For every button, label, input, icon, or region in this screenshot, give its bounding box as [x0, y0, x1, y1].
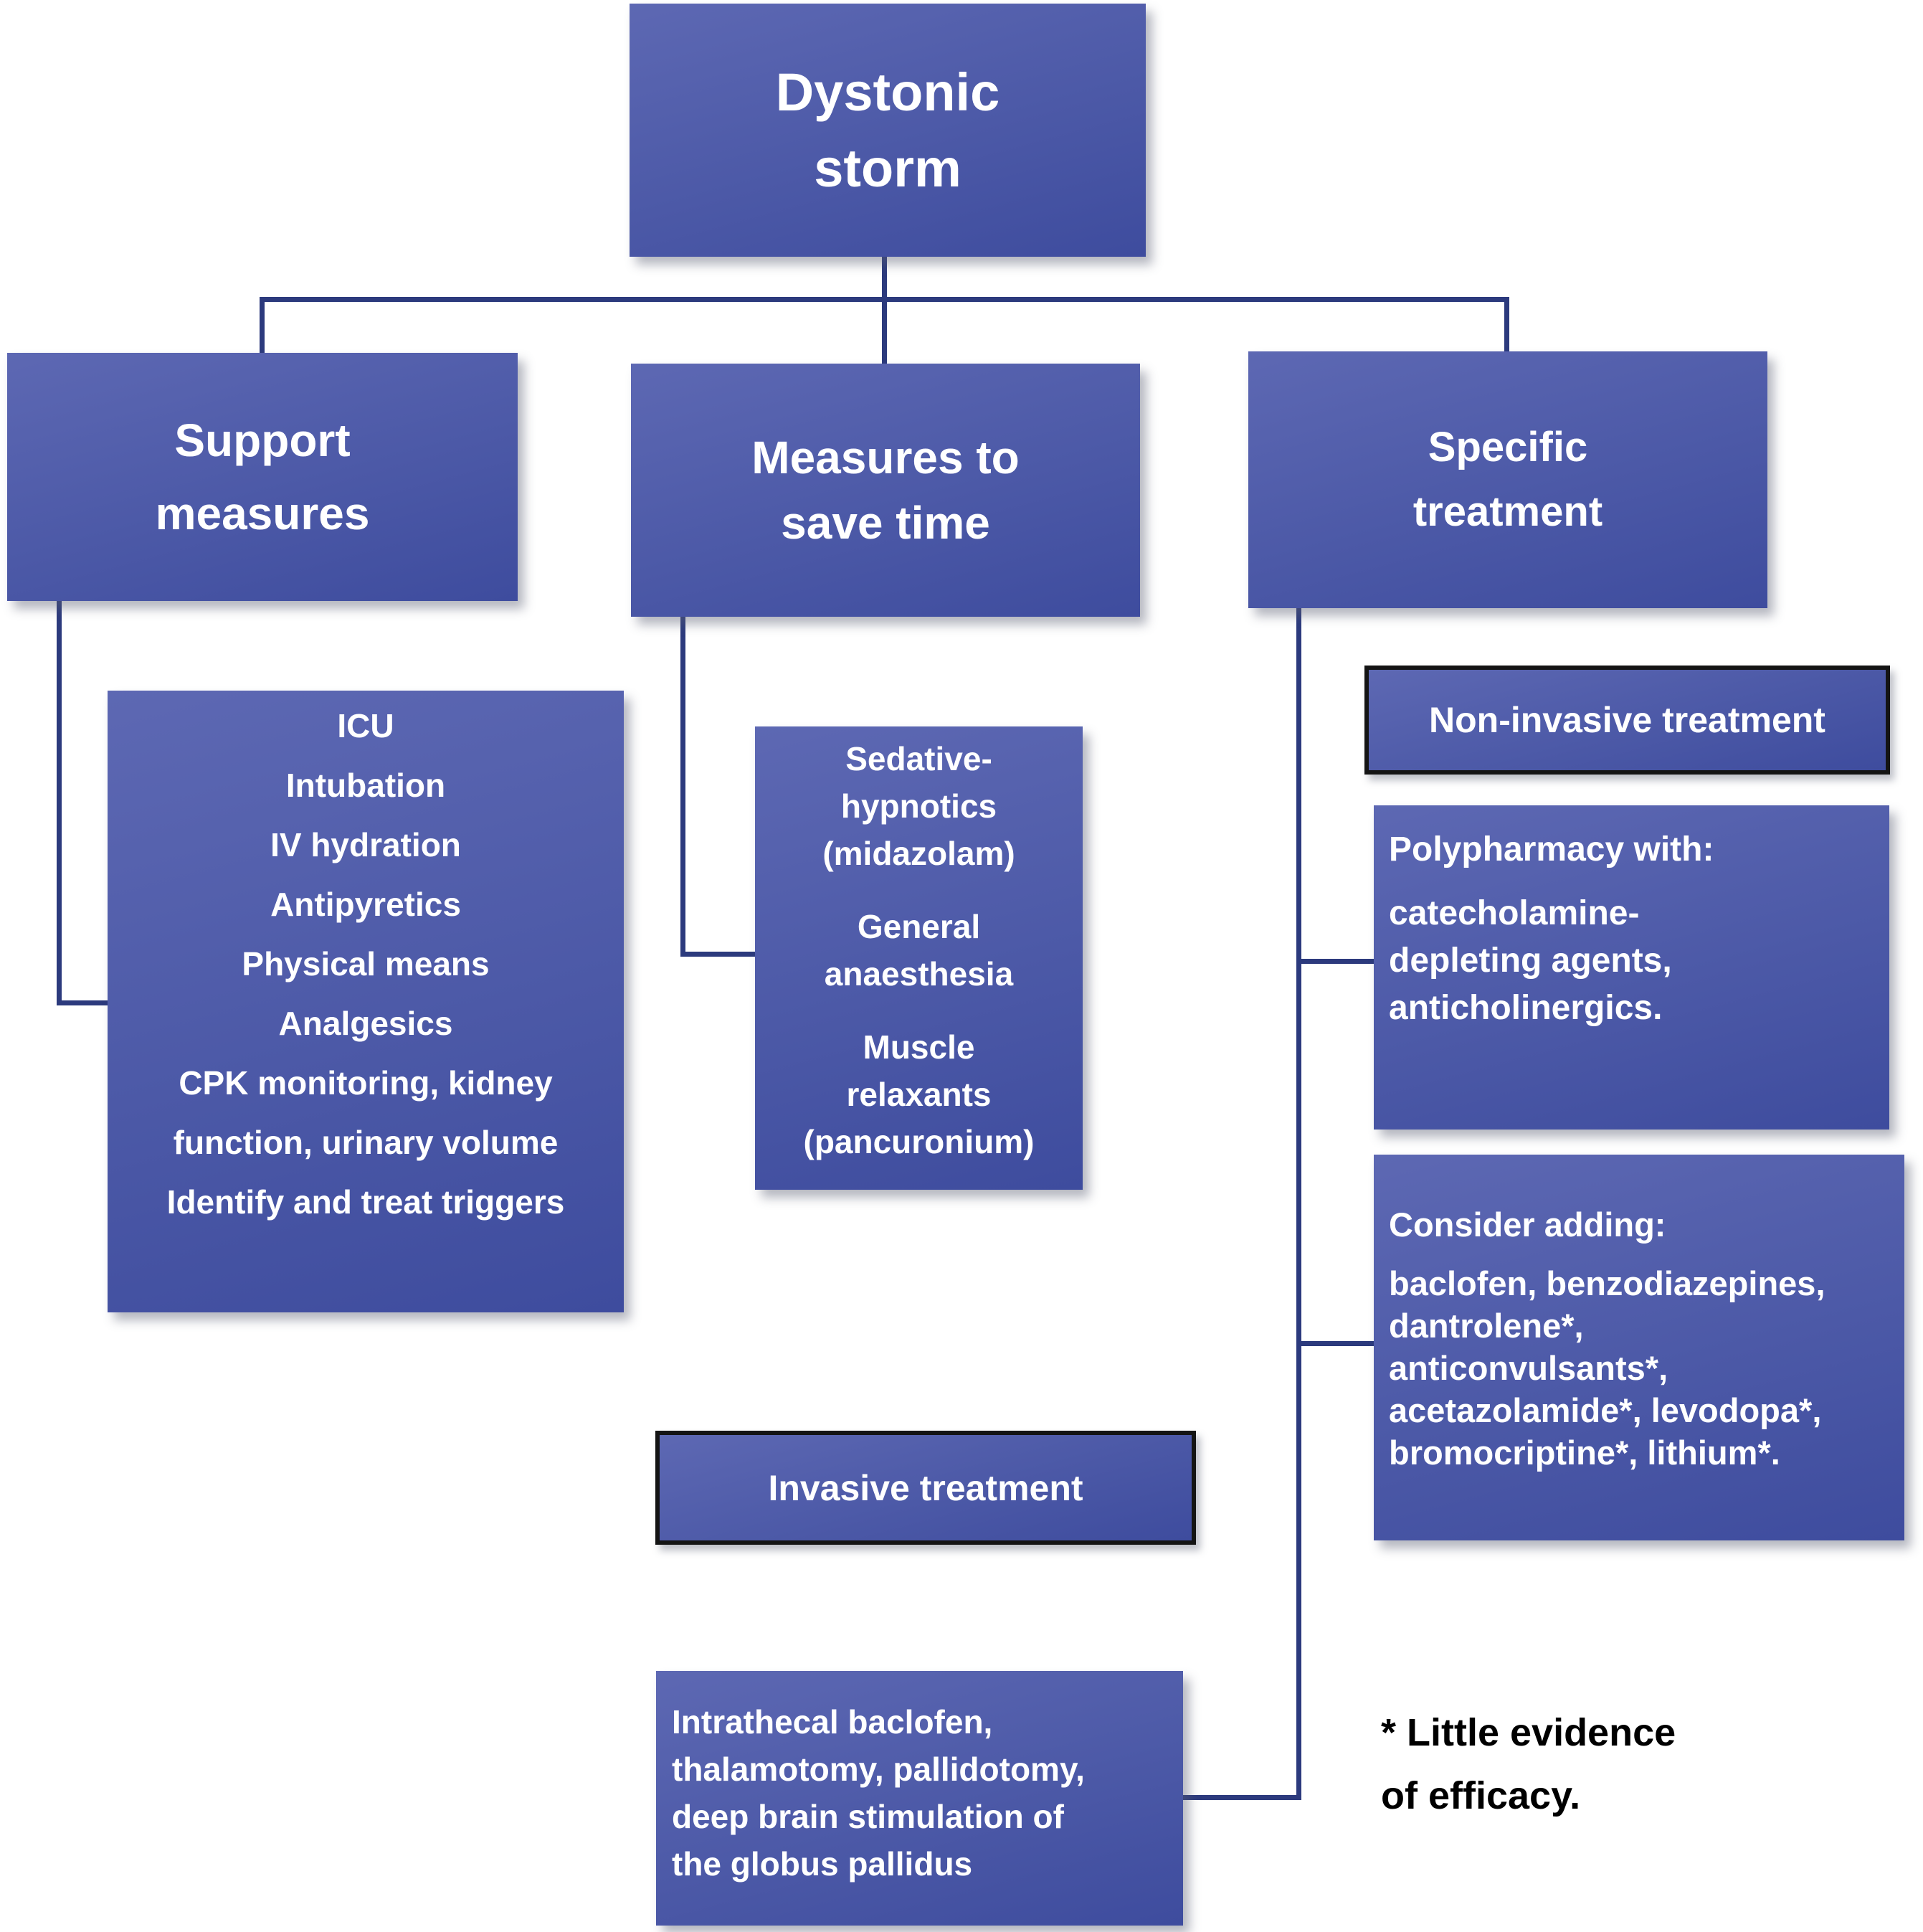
label-non-invasive-treatment-text: Non-invasive treatment — [1429, 700, 1825, 740]
polypharmacy-body: catecholamine- depleting agents, anticho… — [1389, 894, 1672, 1027]
consider-adding-body: baclofen, benzodiazepines, dantrolene*, … — [1389, 1264, 1825, 1472]
label-non-invasive-treatment: Non-invasive treatment — [1364, 666, 1890, 775]
connector-drop-measures — [882, 297, 887, 365]
node-specific-treatment-label: Specific treatment — [1412, 424, 1603, 535]
support-item: Antipyretics — [270, 886, 461, 923]
time-saving-item: Sedative- hypnotics (midazolam) — [822, 740, 1015, 872]
node-measures-to-save-time: Measures to save time — [631, 364, 1140, 617]
support-item: ICU — [337, 707, 394, 744]
node-support-measures-label: Support measures — [155, 414, 370, 539]
node-invasive-detail: Intrathecal baclofen, thalamotomy, palli… — [656, 1671, 1183, 1926]
support-item: CPK monitoring, kidney function, urinary… — [173, 1064, 559, 1161]
support-item: Intubation — [285, 767, 446, 804]
footnote-little-evidence: * Little evidence of efficacy. — [1381, 1711, 1676, 1817]
connector-branch-consider — [1298, 1341, 1376, 1346]
connector-support-down — [57, 601, 62, 1005]
connector-drop-specific — [1504, 297, 1509, 353]
connector-root-stem — [882, 257, 887, 300]
connector-measures-down — [680, 615, 685, 957]
node-dystonic-storm: Dystonic storm — [630, 4, 1146, 257]
node-support-measures: Support measures — [7, 353, 518, 601]
support-item: Identify and treat triggers — [166, 1183, 565, 1221]
node-time-saving-detail: Sedative- hypnotics (midazolam) General … — [755, 726, 1083, 1190]
connector-specific-down — [1296, 607, 1301, 1800]
support-item: IV hydration — [270, 826, 461, 863]
node-dystonic-storm-label: Dystonic storm — [775, 62, 1000, 198]
support-item: Physical means — [242, 945, 490, 982]
node-support-detail-list: ICU Intubation IV hydration Antipyretics… — [108, 691, 624, 1312]
polypharmacy-heading: Polypharmacy with: — [1389, 830, 1714, 868]
label-invasive-treatment-text: Invasive treatment — [768, 1467, 1083, 1508]
time-saving-item: General anaesthesia — [824, 908, 1014, 993]
node-specific-treatment: Specific treatment — [1248, 351, 1767, 608]
connector-drop-support — [260, 297, 265, 354]
node-polypharmacy: Polypharmacy with: catecholamine- deplet… — [1374, 805, 1889, 1130]
time-saving-item: Muscle relaxants (pancuronium) — [803, 1028, 1035, 1160]
connector-branch-invasive-detail — [1182, 1795, 1299, 1800]
connector-support-elbow — [57, 1000, 110, 1005]
node-consider-adding: Consider adding: baclofen, benzodiazepin… — [1374, 1155, 1904, 1540]
support-item: Analgesics — [278, 1005, 453, 1042]
label-invasive-treatment: Invasive treatment — [655, 1431, 1196, 1545]
connector-branch-polypharmacy — [1298, 959, 1376, 964]
node-measures-to-save-time-label: Measures to save time — [751, 431, 1020, 549]
consider-adding-heading: Consider adding: — [1389, 1206, 1666, 1244]
connector-measures-elbow — [680, 952, 758, 957]
